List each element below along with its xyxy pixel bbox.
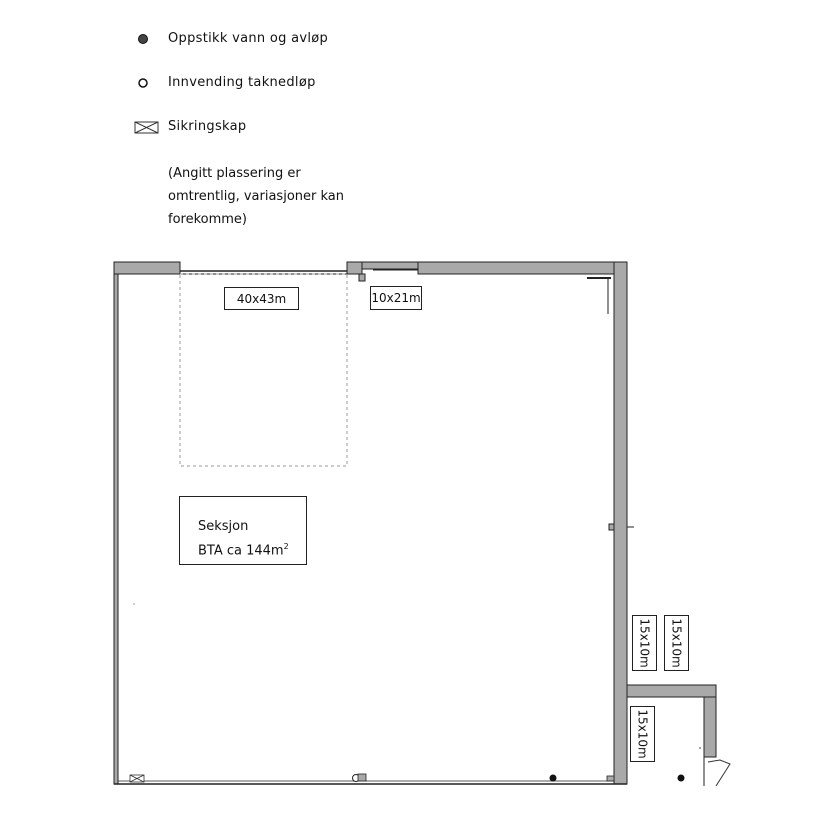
door-swing	[707, 759, 731, 787]
legend-label: Innvending taknedløp	[168, 75, 316, 90]
left-wall	[113, 273, 119, 785]
legend-note-line: forekomme)	[168, 212, 248, 227]
door-label-vertical: 15x10m	[630, 706, 655, 762]
door-label-text: 15x10m	[637, 618, 652, 668]
door-label-text: 15x10m	[669, 618, 684, 668]
filled-circle-icon	[138, 34, 148, 44]
column	[358, 273, 366, 282]
marker-dot	[133, 603, 135, 605]
right-wall	[613, 261, 628, 785]
door-label-text: 15x10m	[635, 709, 650, 759]
crossed-box-icon	[134, 121, 159, 134]
section-title: Seksjon	[198, 519, 249, 534]
marker-dot	[699, 747, 701, 749]
crossed-box-icon	[129, 774, 145, 783]
wall-bracket	[608, 523, 615, 531]
top-wall	[113, 261, 615, 275]
door-label: 10x21m	[370, 286, 422, 310]
legend-label: Sikringskap	[168, 119, 247, 134]
column	[606, 775, 615, 782]
column	[357, 773, 367, 782]
door-label-vertical: 15x10m	[632, 615, 657, 671]
section-label-box: Seksjon BTA ca 144m2	[179, 496, 307, 565]
door-label-vertical: 15x10m	[664, 615, 689, 671]
filled-circle-icon	[677, 774, 685, 782]
section-area-text: BTA ca 144m	[198, 543, 284, 559]
annex-wall	[703, 696, 717, 758]
section-area-sup: 2	[283, 542, 289, 551]
legend-note-line: (Angitt plassering er	[168, 166, 301, 181]
legend-label: Oppstikk vann og avløp	[168, 31, 329, 46]
legend-note-line: omtrentlig, variasjoner kan	[168, 189, 344, 204]
door-label: 40x43m	[224, 287, 299, 310]
legend-note: (Angitt plassering er omtrentlig, varias…	[168, 162, 378, 231]
filled-circle-icon	[549, 774, 557, 782]
section-area: BTA ca 144m2	[198, 537, 306, 561]
hollow-circle-icon	[138, 78, 148, 88]
annex-wall	[626, 684, 717, 698]
